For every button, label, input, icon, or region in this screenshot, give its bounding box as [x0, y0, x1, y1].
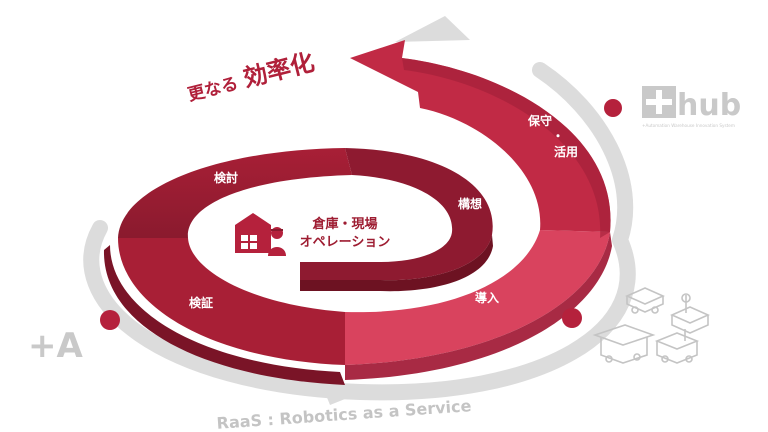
dot-right — [604, 99, 622, 117]
warehouse-icon — [235, 213, 271, 253]
label-donyu: 導入 — [475, 290, 499, 305]
headline: 更なる 効率化 — [186, 48, 317, 106]
segment-donyu — [345, 230, 610, 365]
raas-caption: RaaS : Robotics as a Service — [216, 396, 472, 432]
segment-kensho — [118, 238, 345, 365]
label-koso: 構想 — [458, 196, 482, 211]
robot-cart-icon — [670, 293, 710, 334]
grey-outer-ring — [83, 16, 636, 405]
label-hoshu-2: 活用 — [554, 144, 578, 159]
label-hoshu-1: 保守 — [527, 113, 552, 128]
worker-icon — [268, 227, 286, 256]
cycle-ring — [103, 40, 612, 385]
dot-bottom-right — [562, 308, 582, 328]
dot-left — [100, 310, 120, 330]
segment-kento — [118, 148, 352, 238]
segment-koso — [300, 148, 493, 281]
center-line-2: オペレーション — [300, 235, 391, 250]
forklift-robot-icon — [654, 329, 700, 364]
label-hoshu-dot: ・ — [552, 129, 564, 143]
headline-emphasis: 効率化 — [240, 48, 317, 93]
headline-prefix: 更なる — [186, 74, 240, 106]
drone-robot-icon — [625, 287, 665, 314]
plus-a-logo: +A — [28, 326, 83, 366]
center-line-1: 倉庫・現場 — [311, 216, 377, 232]
hub-logo-text: hub — [677, 88, 741, 123]
label-kento: 検討 — [214, 170, 238, 185]
hub-logo-tagline: +Automation Warehouse Innovation System — [642, 123, 735, 128]
conveyor-robot-icon — [592, 324, 656, 364]
label-kensho: 検証 — [189, 295, 213, 310]
hub-logo: hub +Automation Warehouse Innovation Sys… — [642, 86, 741, 128]
segment-hoshu — [350, 40, 611, 232]
